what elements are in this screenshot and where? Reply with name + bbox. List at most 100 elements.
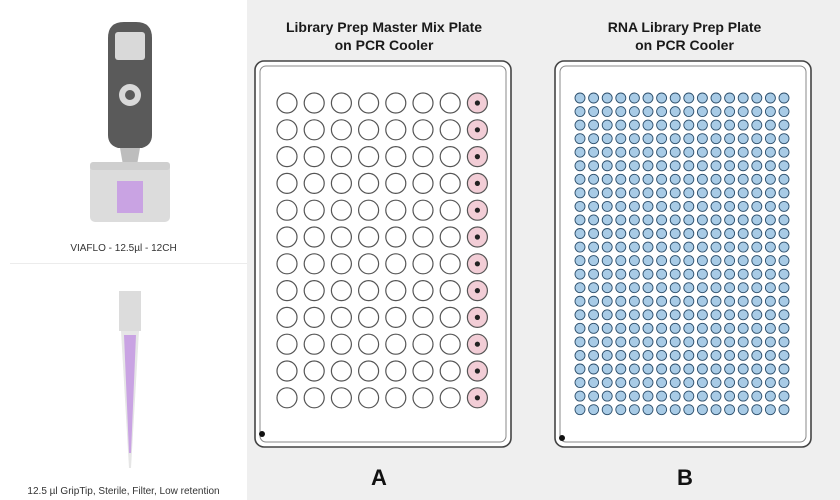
sample-well (588, 322, 600, 334)
sample-well (724, 187, 736, 199)
sample-well (656, 146, 668, 158)
sample-well (588, 106, 600, 117)
empty-well (276, 92, 298, 114)
sample-well (751, 146, 763, 158)
empty-well (412, 306, 434, 328)
sample-well (751, 363, 763, 375)
sample-well (724, 119, 736, 131)
sample-well (751, 377, 763, 388)
sample-well (669, 119, 681, 131)
sample-well (764, 390, 776, 402)
sample-well (683, 295, 695, 307)
sample-well (615, 146, 627, 158)
sample-well (669, 187, 681, 199)
sample-well (764, 350, 776, 361)
sample-well (683, 309, 695, 321)
well-dot (474, 395, 480, 401)
sample-well (628, 282, 640, 294)
sample-well (628, 92, 640, 104)
empty-well (276, 199, 298, 221)
empty-well (276, 226, 298, 248)
sample-well (778, 119, 790, 131)
sample-well (751, 160, 763, 172)
sample-well (574, 268, 586, 280)
sample-well (764, 336, 776, 348)
sample-well (669, 92, 681, 104)
sample-well (642, 282, 654, 294)
sample-well (724, 255, 736, 267)
sample-well (683, 350, 695, 361)
sample-well (656, 160, 668, 172)
empty-well (303, 92, 325, 114)
sample-well (628, 390, 640, 402)
sample-well (724, 282, 736, 294)
sample-well (683, 377, 695, 388)
sample-well (628, 336, 640, 348)
sample-well (778, 214, 790, 226)
sample-well (751, 241, 763, 253)
sample-well (724, 295, 736, 307)
sample-well (683, 187, 695, 199)
sample-well (683, 133, 695, 145)
sample-well (601, 322, 613, 334)
sample-well (764, 268, 776, 280)
sample-well (710, 390, 722, 402)
empty-well (385, 387, 407, 409)
sample-well (751, 336, 763, 348)
sample-well (615, 295, 627, 307)
well-dot (474, 234, 480, 240)
sample-well (724, 106, 736, 117)
plate-b (554, 60, 812, 448)
sample-well (615, 336, 627, 348)
sample-well (696, 119, 708, 131)
sample-well (574, 173, 586, 185)
sample-well (588, 309, 600, 321)
sample-well (737, 363, 749, 375)
empty-well (412, 226, 434, 248)
sample-well (710, 228, 722, 239)
sample-well (710, 146, 722, 158)
empty-well (276, 360, 298, 382)
sample-well (656, 119, 668, 131)
sample-well (710, 92, 722, 104)
empty-well (439, 360, 461, 382)
sample-well (642, 241, 654, 253)
sample-well (751, 173, 763, 185)
empty-well (439, 387, 461, 409)
empty-well (385, 226, 407, 248)
well-dot (474, 180, 480, 186)
empty-well (330, 199, 353, 221)
sample-well (574, 241, 586, 253)
sample-well (669, 241, 681, 253)
sample-well (628, 187, 640, 199)
sample-well (574, 309, 586, 321)
empty-well (385, 280, 407, 302)
sample-well (628, 133, 640, 145)
sample-well (669, 173, 681, 185)
sample-well (601, 295, 613, 307)
sample-well (737, 106, 749, 117)
plate-a-title: Library Prep Master Mix Plate on PCR Coo… (259, 18, 509, 54)
sample-well (574, 146, 586, 158)
empty-well (439, 119, 461, 141)
sample-well (724, 228, 736, 239)
sample-well (601, 133, 613, 145)
sample-well (683, 282, 695, 294)
sample-well (696, 255, 708, 267)
sample-well (778, 295, 790, 307)
sample-well (751, 200, 763, 212)
sample-well (737, 404, 749, 416)
sample-well (601, 173, 613, 185)
sample-well (642, 214, 654, 226)
empty-well (385, 306, 407, 328)
sample-well (628, 363, 640, 375)
sample-well (628, 241, 640, 253)
empty-well (330, 119, 353, 141)
sample-well (628, 200, 640, 212)
sample-well (642, 390, 654, 402)
sample-well (628, 377, 640, 388)
sample-well (710, 404, 722, 416)
sample-well (574, 295, 586, 307)
sample-well (778, 350, 790, 361)
sample-well (737, 214, 749, 226)
